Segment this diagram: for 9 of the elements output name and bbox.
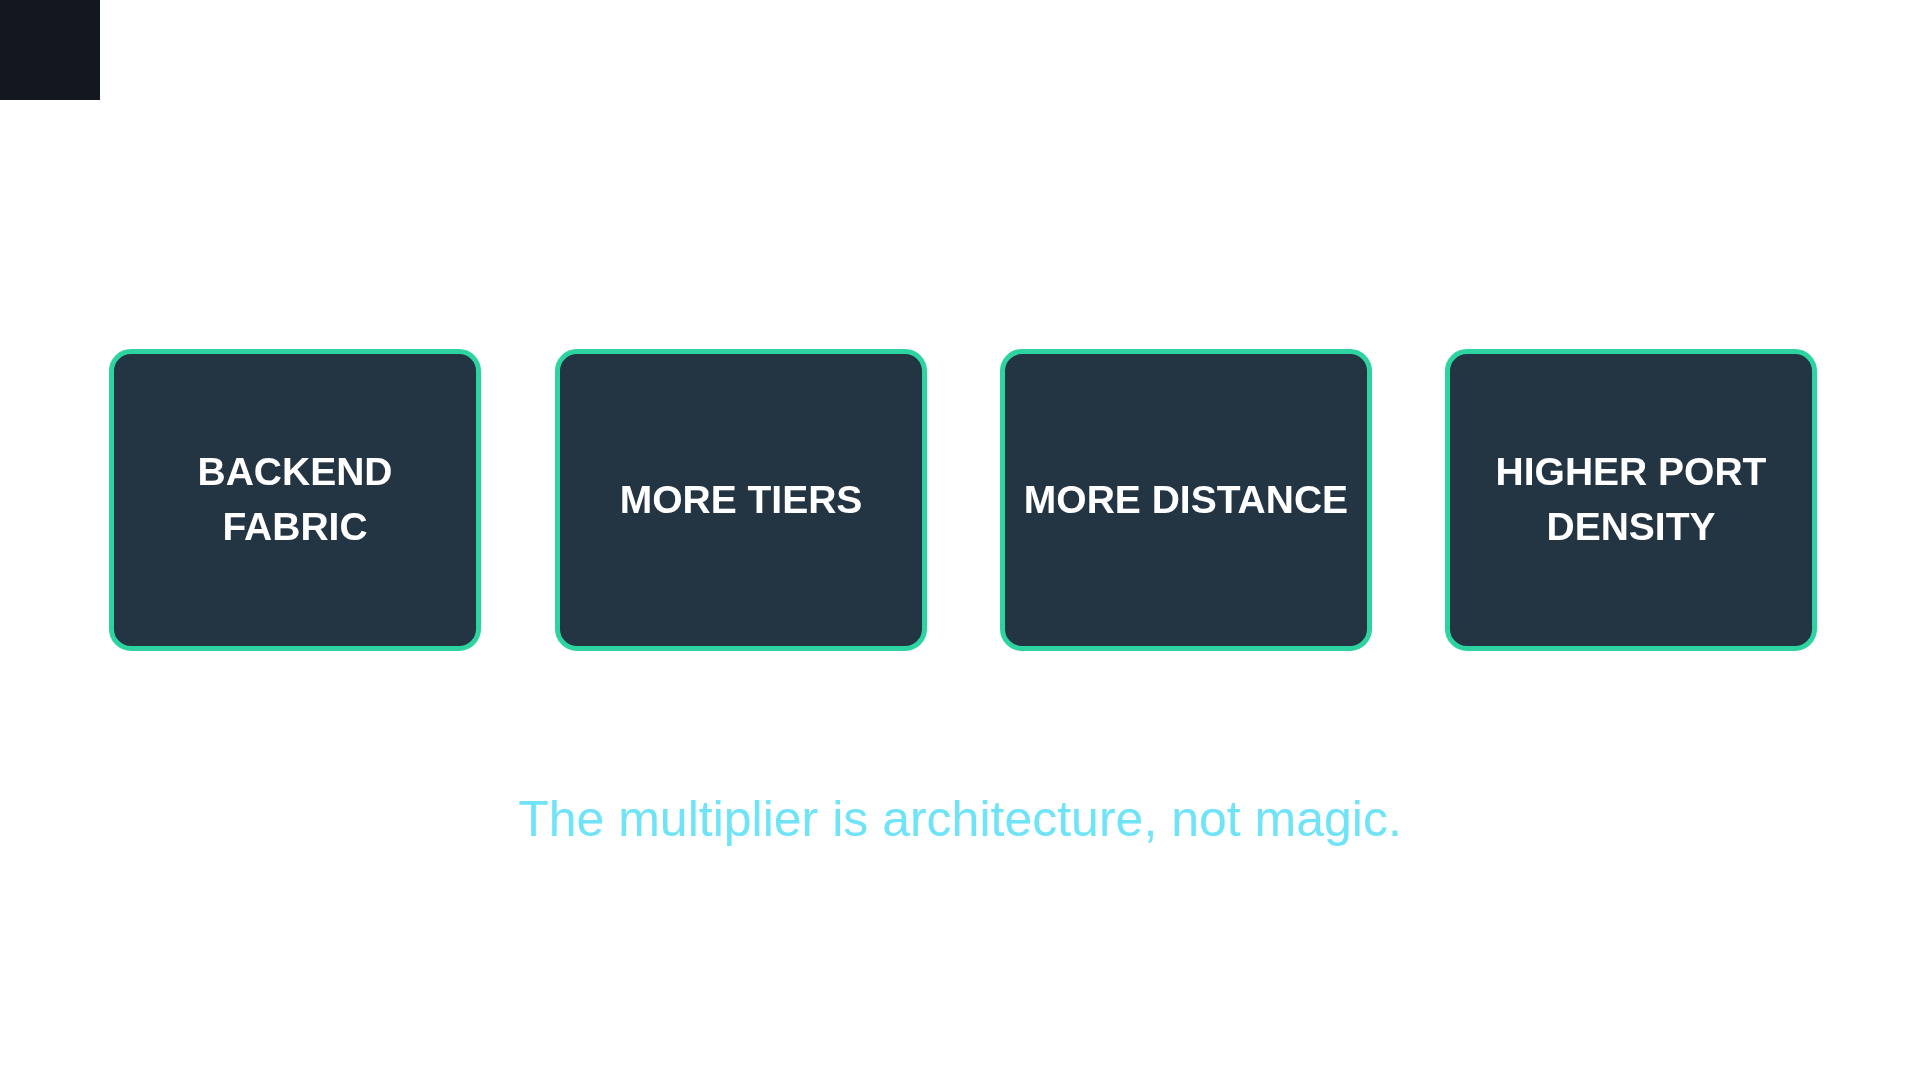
- topic-card: [1000, 349, 1372, 651]
- topic-card: [555, 349, 927, 651]
- card-title: HIGHER PORT DENSITY: [1494, 449, 1768, 550]
- card-title: MORE DISTANCE: [1022, 476, 1350, 523]
- card-title: MORE TIERS: [618, 476, 864, 523]
- caption-text: The multiplier is architecture, not magic.: [518, 791, 1402, 847]
- topic-card: [109, 349, 481, 651]
- topic-card: [1445, 349, 1817, 651]
- card-title: BACKEND FABRIC: [196, 449, 394, 550]
